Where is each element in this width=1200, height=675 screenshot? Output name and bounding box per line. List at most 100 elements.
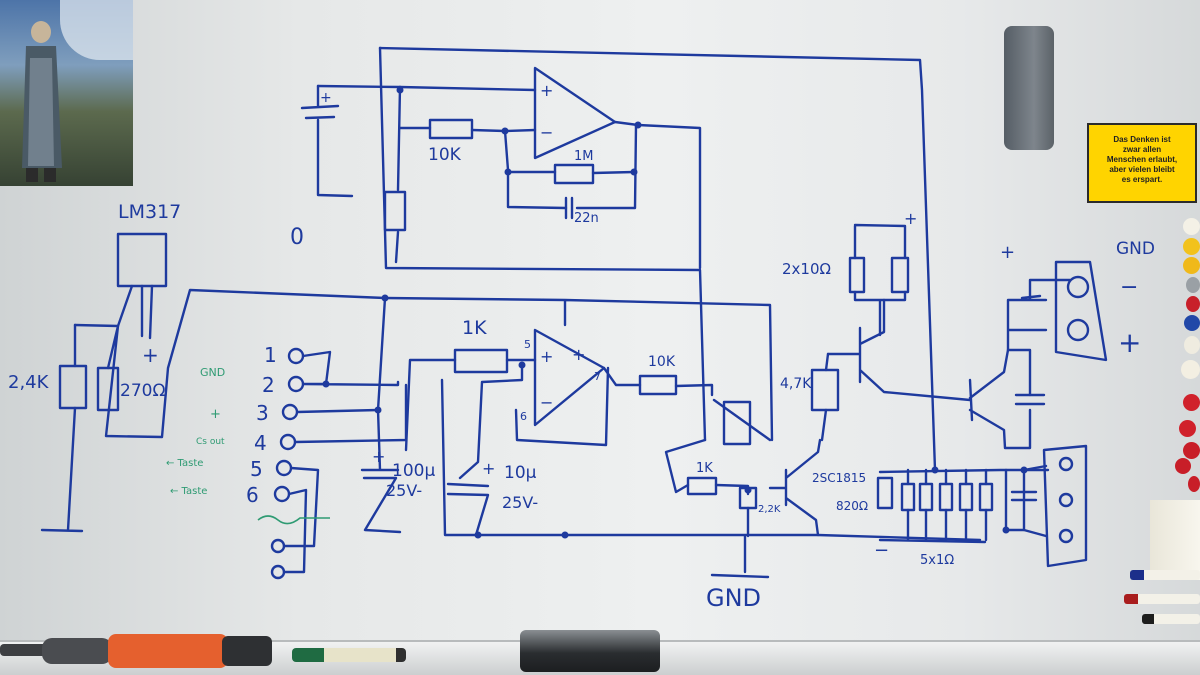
wire-feedback — [503, 123, 638, 210]
potentiometer — [722, 400, 752, 446]
label-lm317: LM317 — [118, 201, 181, 223]
wire-bank-bottom — [878, 538, 987, 544]
wire-top-loop — [378, 46, 937, 472]
resistor-10k-top — [428, 118, 474, 140]
resistor-bank-1 — [900, 482, 916, 512]
label-plus-2x10: + — [904, 209, 917, 228]
wire-2x10-block — [853, 223, 907, 337]
label-c-10u: 10µ — [504, 463, 537, 483]
resistor-820 — [876, 476, 894, 510]
note-line: aber vielen bleibt — [1109, 165, 1175, 174]
label-r-1k-mid: 1K — [462, 317, 487, 339]
label-minus-connector: − — [1120, 275, 1138, 300]
label-zero: 0 — [290, 225, 304, 250]
resistor-10k-mid — [638, 374, 678, 396]
circuit-drawing: LM317 2,4K 270Ω + 0 + 10K 1M 22n + − 1K … — [8, 46, 1155, 612]
label-gnd-bottom: GND — [706, 584, 761, 612]
wire-connector-bottom — [1022, 464, 1048, 538]
magnet-red[interactable] — [1179, 420, 1196, 437]
wire-2k2 — [743, 506, 750, 574]
pin-note: GND — [200, 366, 225, 379]
input-connector — [270, 347, 408, 580]
lm317-regulator — [40, 232, 387, 533]
wire-bank-legs — [906, 468, 988, 542]
label-r-1k-low: 1K — [696, 461, 713, 476]
magnet-yellow[interactable] — [1183, 257, 1200, 274]
marker-black[interactable] — [1142, 614, 1200, 624]
magnet-red[interactable] — [1183, 442, 1200, 459]
label-r-2x10: 2x10Ω — [782, 260, 831, 278]
magnet-gray[interactable] — [1186, 277, 1200, 293]
connector-top-screw-b — [1066, 318, 1090, 342]
label-c-22n: 22n — [574, 211, 599, 226]
marker-holder — [1150, 500, 1200, 580]
resistor-10-a — [848, 256, 866, 294]
pin-number: 4 — [254, 431, 267, 455]
pin-number: 3 — [256, 401, 269, 425]
pinned-photo — [0, 0, 133, 186]
connector-bottom — [1042, 444, 1088, 568]
sticky-note: Das Denken ist zwar allen Menschen erlau… — [1087, 123, 1197, 203]
magnet-red[interactable] — [1175, 458, 1191, 474]
resistor-1m — [553, 163, 595, 185]
label-opamp-pin-5: 5 — [524, 338, 531, 351]
connector-top-screw-a — [1066, 275, 1090, 299]
connector-top — [1054, 260, 1108, 362]
wire-ground-rail — [440, 378, 982, 542]
top-battery — [300, 84, 402, 198]
gnd-underline — [710, 573, 770, 579]
label-r-1m: 1M — [574, 149, 594, 164]
cordless-screwdriver[interactable] — [0, 630, 272, 670]
marker-blue[interactable] — [1130, 570, 1200, 580]
resistor-bank-2 — [918, 482, 934, 512]
magnet-white[interactable] — [1183, 218, 1200, 235]
wire-bank-cap — [1004, 468, 1038, 532]
resistor-bank-4 — [958, 482, 974, 512]
label-r-2k2: 2,2K — [758, 504, 781, 515]
wire-10k-mid — [674, 383, 714, 397]
wire-vert-top — [394, 85, 402, 264]
label-plus-opamp-mid: + — [572, 345, 585, 364]
label-r-2k4: 2,4K — [8, 372, 50, 393]
wire-power-cap — [1014, 393, 1046, 406]
magnet-white[interactable] — [1181, 360, 1200, 379]
resistor-bank-3 — [938, 482, 954, 512]
pin-number: 2 — [262, 373, 275, 397]
note-line: Menschen erlaubt, — [1106, 155, 1178, 164]
label-r-270: 270Ω — [120, 381, 165, 401]
wire-bank-top — [878, 468, 1050, 474]
pin-note: ← Taste — [170, 486, 207, 497]
potentiometer-wiper — [712, 398, 772, 442]
board-eraser-lower[interactable] — [520, 630, 660, 672]
connector-bottom-screw-c — [1058, 528, 1074, 544]
label-c-100u: 100µ — [392, 461, 435, 481]
label-opamp-mid-plus: + — [540, 347, 553, 366]
label-minus-bank: − — [874, 540, 889, 561]
label-r-4k7: 4,7K — [780, 376, 812, 392]
transistor-power — [968, 348, 1032, 450]
board-eraser-upper[interactable] — [1004, 26, 1054, 150]
label-plus-connector: + — [1118, 326, 1141, 359]
wire-top-left — [378, 46, 707, 442]
label-plus-c10u: + — [482, 459, 495, 478]
resistor-1k-mid — [453, 348, 509, 374]
wire-1m — [506, 170, 636, 175]
pin-number: 1 — [264, 343, 277, 367]
note-line: zwar allen — [1122, 145, 1162, 154]
marker-red[interactable] — [1124, 594, 1200, 604]
magnet-red[interactable] — [1186, 296, 1200, 312]
magnet-yellow[interactable] — [1183, 238, 1200, 255]
transistor-driver — [768, 438, 822, 537]
resistor-1k-low — [686, 476, 718, 496]
marker-in-tray[interactable] — [292, 648, 406, 662]
magnet-red[interactable] — [1183, 394, 1200, 411]
transistor-main — [826, 298, 972, 402]
magnet-red[interactable] — [1188, 476, 1200, 492]
label-opamp-top-minus: − — [540, 123, 553, 142]
pin-note: ← Taste — [166, 458, 203, 469]
wire-connector-top — [1006, 278, 1072, 352]
resistor-4k7 — [810, 368, 840, 412]
magnet-white[interactable] — [1184, 336, 1200, 354]
magnet-blue[interactable] — [1184, 315, 1200, 331]
